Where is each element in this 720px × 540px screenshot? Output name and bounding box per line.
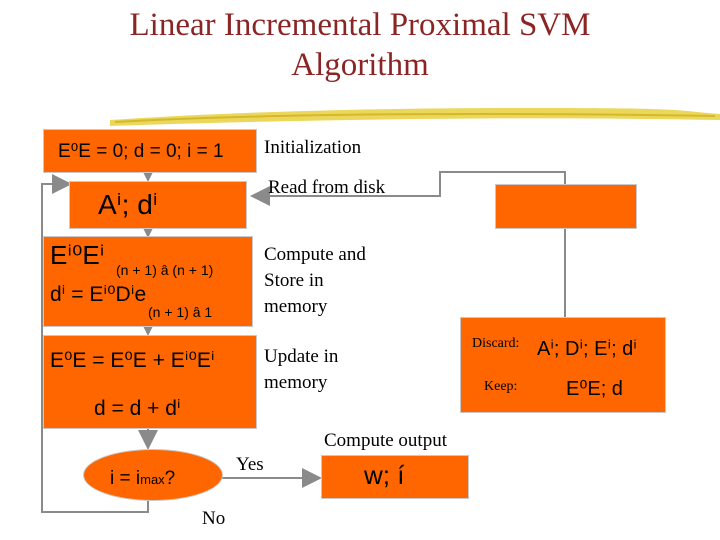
compute-store-label-3: memory xyxy=(264,296,328,317)
init-box xyxy=(44,130,256,172)
update-gram-formula: E⁰E = E⁰E + Eⁱ⁰Eⁱ xyxy=(50,349,215,372)
gram-matrix-size: (n + 1) â (n + 1) xyxy=(116,262,214,278)
init-label: Initialization xyxy=(264,137,362,158)
update-box xyxy=(44,336,256,428)
slide-title-line1: Linear Incremental Proximal SVM xyxy=(129,7,591,43)
read-box xyxy=(70,182,246,228)
keep-label: Keep: xyxy=(484,379,518,394)
read-label: Read from disk xyxy=(268,177,386,198)
slide-title-line2: Algorithm xyxy=(291,47,429,83)
output-label: Compute output xyxy=(324,430,447,451)
output-formula: w; í xyxy=(364,460,405,490)
update-label-2: memory xyxy=(264,372,328,393)
decision-formula: i = imax? xyxy=(110,468,176,489)
compute-store-label-2: Store in xyxy=(264,270,324,291)
update-label-1: Update in xyxy=(264,346,339,367)
no-label: No xyxy=(202,508,226,529)
disk-box xyxy=(496,185,636,228)
yes-label: Yes xyxy=(236,454,264,475)
gram-matrix-formula: Eⁱ⁰Eⁱ xyxy=(50,240,105,270)
discard-keep-box xyxy=(461,318,665,412)
init-formula: E⁰E = 0; d = 0; i = 1 xyxy=(58,141,224,162)
di-size: (n + 1) â 1 xyxy=(148,304,213,320)
update-d-formula: d = d + dⁱ xyxy=(94,397,181,420)
title-underline-brush xyxy=(110,108,720,126)
keep-formula: E⁰E; d xyxy=(566,378,623,400)
compute-store-box xyxy=(44,237,252,326)
decision-box xyxy=(84,450,222,500)
compute-store-label-1: Compute and xyxy=(264,244,366,265)
read-formula: Aⁱ; dⁱ xyxy=(98,189,158,220)
discard-formula: Aⁱ; Dⁱ; Eⁱ; dⁱ xyxy=(537,338,637,360)
discard-label: Discard: xyxy=(472,336,520,351)
di-formula: dⁱ = Eⁱ⁰Dⁱe xyxy=(50,283,147,306)
output-box xyxy=(322,456,468,498)
